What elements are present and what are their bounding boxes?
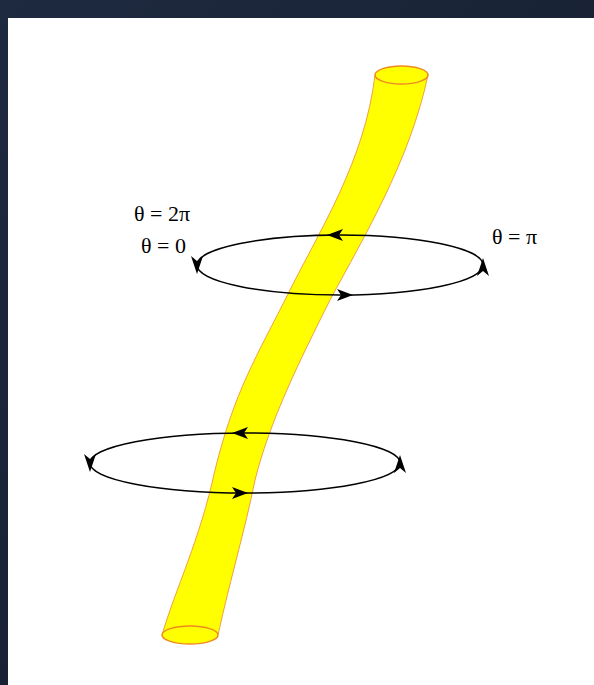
angle-label: θ = 2π [134, 202, 190, 226]
tube-end-top [375, 66, 428, 84]
flux-tube [162, 75, 428, 635]
loop-lower [90, 433, 400, 493]
loop-upper [197, 235, 483, 295]
tube-end-bottom [162, 626, 218, 644]
angle-label: θ = π [492, 225, 537, 249]
angle-label: θ = 0 [141, 234, 186, 258]
loop-arrowheads [84, 229, 489, 499]
